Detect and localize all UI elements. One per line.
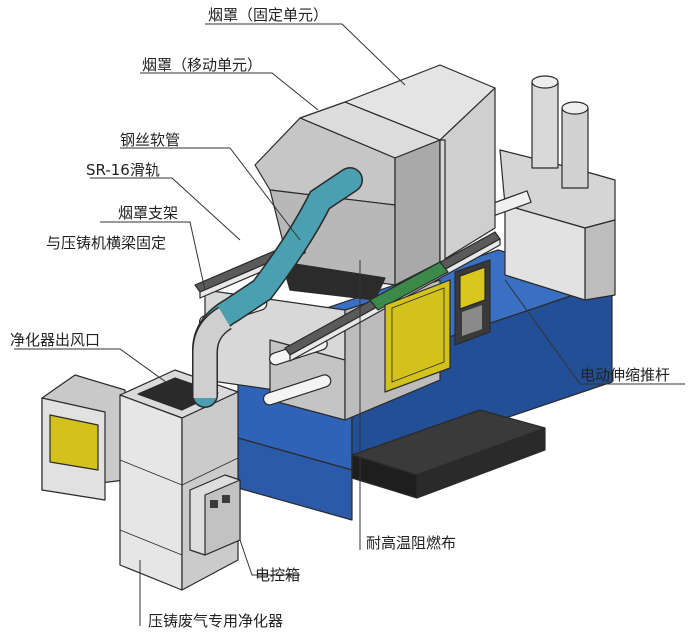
label-steel-hose: 钢丝软管: [120, 131, 180, 149]
steel-hose: [192, 167, 363, 408]
label-electric-actuator: 电动伸缩推杆: [580, 366, 670, 384]
label-hood-moving: 烟罩（移动单元）: [142, 56, 262, 74]
label-control-box: 电控箱: [255, 566, 300, 584]
sr16-rails: [194, 231, 501, 362]
label-hood-bracket-2: 与压铸机横梁固定: [46, 234, 166, 252]
machine-control-panel: [454, 259, 491, 346]
label-sr16-rail: SR-16滑轨: [86, 161, 160, 179]
black-pad: [351, 409, 546, 499]
label-hood-bracket-1: 烟罩支架: [118, 204, 178, 222]
machine-door: [384, 279, 451, 393]
label-purifier: 压铸废气专用净化器: [148, 612, 283, 630]
label-purifier-outlet: 净化器出风口: [10, 331, 100, 349]
leader-lines: [14, 23, 685, 626]
label-fire-cloth: 耐高温阻燃布: [366, 534, 456, 552]
electric-control-box: [189, 474, 241, 556]
hood-fixed-unit: [344, 64, 496, 263]
label-hood-fixed: 烟罩（固定单元）: [208, 6, 328, 24]
